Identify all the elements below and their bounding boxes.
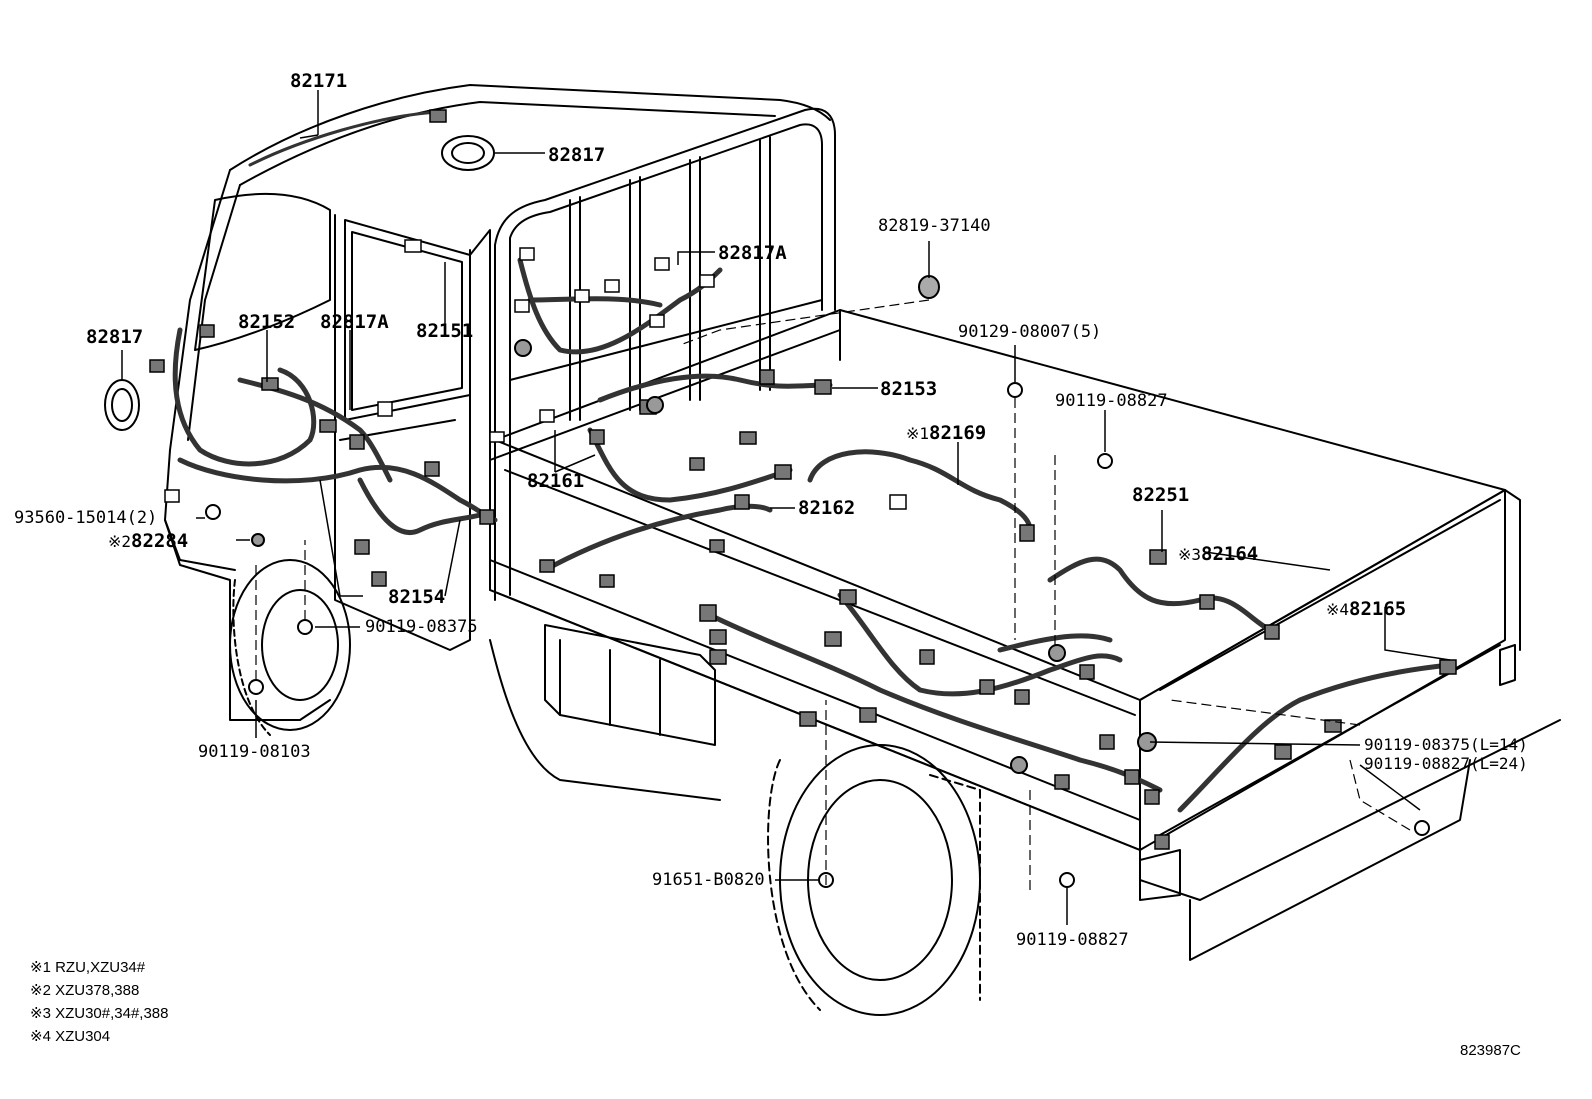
label-90119-08827-b: 90119-08827 (1016, 930, 1129, 950)
label-82169: ※182169 (906, 422, 986, 444)
label-82153: 82153 (880, 378, 938, 400)
label-82171: 82171 (290, 70, 348, 92)
label-82819-37140: 82819-37140 (878, 216, 991, 236)
label-82817-left: 82817 (86, 326, 144, 348)
note-mark-4: ※4 (1326, 600, 1350, 619)
harness-roof (248, 110, 442, 167)
label-82817a-right: 82817A (718, 242, 787, 264)
harness-82161 (587, 427, 793, 503)
harness-bed-main (707, 612, 1163, 793)
label-82284: ※282284 (108, 530, 188, 552)
label-90119-08375-l14: 90119-08375(L=14) (1364, 735, 1528, 754)
applicability-note-3: ※3 XZU30#,34#,388 (30, 1005, 169, 1022)
applicability-note-2: ※2 XZU378,388 (30, 982, 140, 999)
label-82251: 82251 (1132, 484, 1190, 506)
label-93560-15014: 93560-15014(2) (14, 508, 158, 528)
applicability-note-4: ※4 XZU304 (30, 1028, 111, 1045)
note-mark-3: ※3 (1178, 545, 1202, 564)
harness-82169 (807, 449, 1033, 533)
label-82165-number: 82165 (1349, 598, 1407, 620)
label-90119-08827-l24: 90119-08827(L=24) (1364, 754, 1528, 773)
harness-82162 (542, 503, 773, 573)
note-mark-1: ※1 (906, 424, 930, 443)
applicability-note-1: ※1 RZU,XZU34# (30, 959, 146, 976)
label-82162: 82162 (798, 497, 856, 519)
figure-code: 823987C (1460, 1042, 1521, 1059)
harness-back-frame (517, 257, 723, 355)
harness-bed-3 (997, 633, 1113, 653)
cab-back-guard-frame (494, 107, 836, 601)
note-mark-2: ※2 (108, 532, 132, 551)
label-90119-08827-a: 90119-08827 (1055, 391, 1168, 411)
harness-82153 (597, 373, 833, 403)
label-90129-08007: 90129-08007(5) (958, 322, 1102, 342)
harness-82165 (1177, 662, 1453, 813)
label-82284-number: 82284 (131, 530, 189, 552)
label-82154: 82154 (388, 586, 446, 608)
label-82817a-left: 82817A (320, 311, 389, 333)
harness-back-frame-2 (527, 296, 663, 308)
harness-cab-dash (177, 457, 498, 523)
label-82165: ※482165 (1326, 598, 1406, 620)
label-90119-08103: 90119-08103 (198, 742, 311, 762)
front-wheel (229, 559, 351, 736)
label-82817-top: 82817 (548, 144, 606, 166)
truck-cab (164, 84, 831, 721)
label-90119-08375: 90119-08375 (365, 617, 478, 637)
label-82161: 82161 (527, 470, 585, 492)
harness-cab-left (172, 327, 317, 467)
label-82164: ※382164 (1178, 543, 1258, 565)
harness-82164 (1047, 556, 1273, 633)
label-82169-number: 82169 (929, 422, 987, 444)
label-91651-b0820: 91651-B0820 (652, 870, 765, 890)
label-82164-number: 82164 (1201, 543, 1259, 565)
harness-82154 (357, 477, 483, 535)
label-82152: 82152 (238, 311, 296, 333)
label-82151: 82151 (416, 320, 474, 342)
harness-bed-2 (837, 592, 1123, 697)
